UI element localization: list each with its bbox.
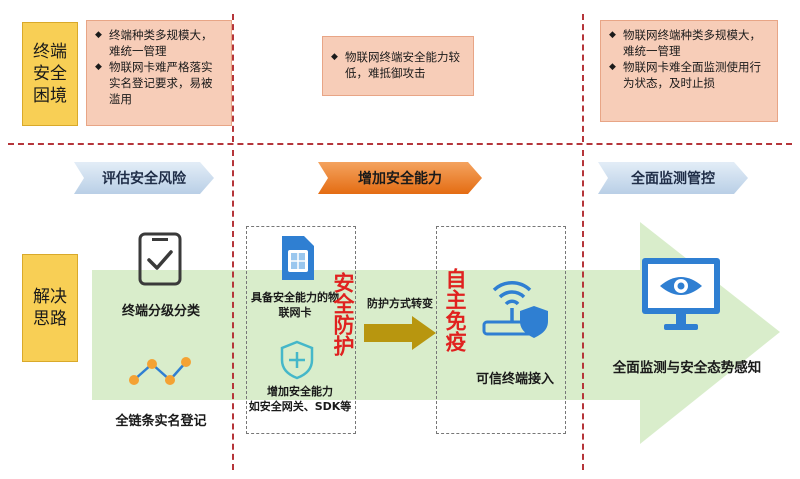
right-arrow-icon xyxy=(364,316,436,350)
shield-plus-icon xyxy=(280,340,314,380)
full-monitor-label: 全面监测与安全态势感知 xyxy=(612,360,762,376)
pain-point: 物联网终端安全能力较低，难抵御攻击 xyxy=(331,49,465,81)
pain-point: 物联网卡难全面监测使用行为状态，及时止损 xyxy=(609,59,769,91)
vertical-divider xyxy=(582,14,584,142)
security-protect-label: 安全防护 xyxy=(331,272,355,356)
phase-assess-risk: 评估安全风险 xyxy=(74,162,214,194)
trusted-access-box xyxy=(436,226,566,434)
classify-label: 终端分级分类 xyxy=(121,304,200,319)
pain-label: 终端 安全 困境 xyxy=(22,22,78,126)
self-immune-label: 自主免疫 xyxy=(443,268,467,352)
pain-box-middle: 物联网终端安全能力较低，难抵御攻击 xyxy=(322,36,474,96)
horizontal-divider xyxy=(8,143,792,145)
checklist-phone-icon xyxy=(138,232,182,286)
wifi-router-shield-icon xyxy=(482,281,548,338)
vertical-divider xyxy=(232,14,234,142)
pain-point: 终端种类多规模大，难统一管理 xyxy=(95,27,223,59)
phase-add-capability: 增加安全能力 xyxy=(318,162,482,194)
phase-full-monitor: 全面监测管控 xyxy=(598,162,748,194)
pain-point: 物联网终端种类多规模大，难统一管理 xyxy=(609,27,769,59)
security-capability-box xyxy=(246,226,356,434)
network-nodes-icon xyxy=(129,357,191,385)
iot-card-label: 具备安全能力的物联网卡 xyxy=(251,291,339,319)
monitor-eye-icon xyxy=(642,258,720,330)
pain-box-right: 物联网终端种类多规模大，难统一管理 物联网卡难全面监测使用行为状态，及时止损 xyxy=(600,20,778,122)
pain-box-left: 终端种类多规模大，难统一管理 物联网卡难严格落实实名登记要求，易被滥用 xyxy=(86,20,232,126)
add-capability-label: 增加安全能力 如安全网关、SDK等 xyxy=(248,385,352,413)
vertical-divider xyxy=(232,150,234,470)
realname-label: 全链条实名登记 xyxy=(115,414,207,429)
pain-point: 物联网卡难严格落实实名登记要求，易被滥用 xyxy=(95,59,223,107)
vertical-divider xyxy=(582,150,584,470)
solution-label: 解决 思路 xyxy=(22,254,78,362)
sim-card-icon xyxy=(282,236,314,280)
trusted-access-label: 可信终端接入 xyxy=(475,372,554,387)
protect-mode-change-label: 防护方式转变 xyxy=(367,297,433,310)
